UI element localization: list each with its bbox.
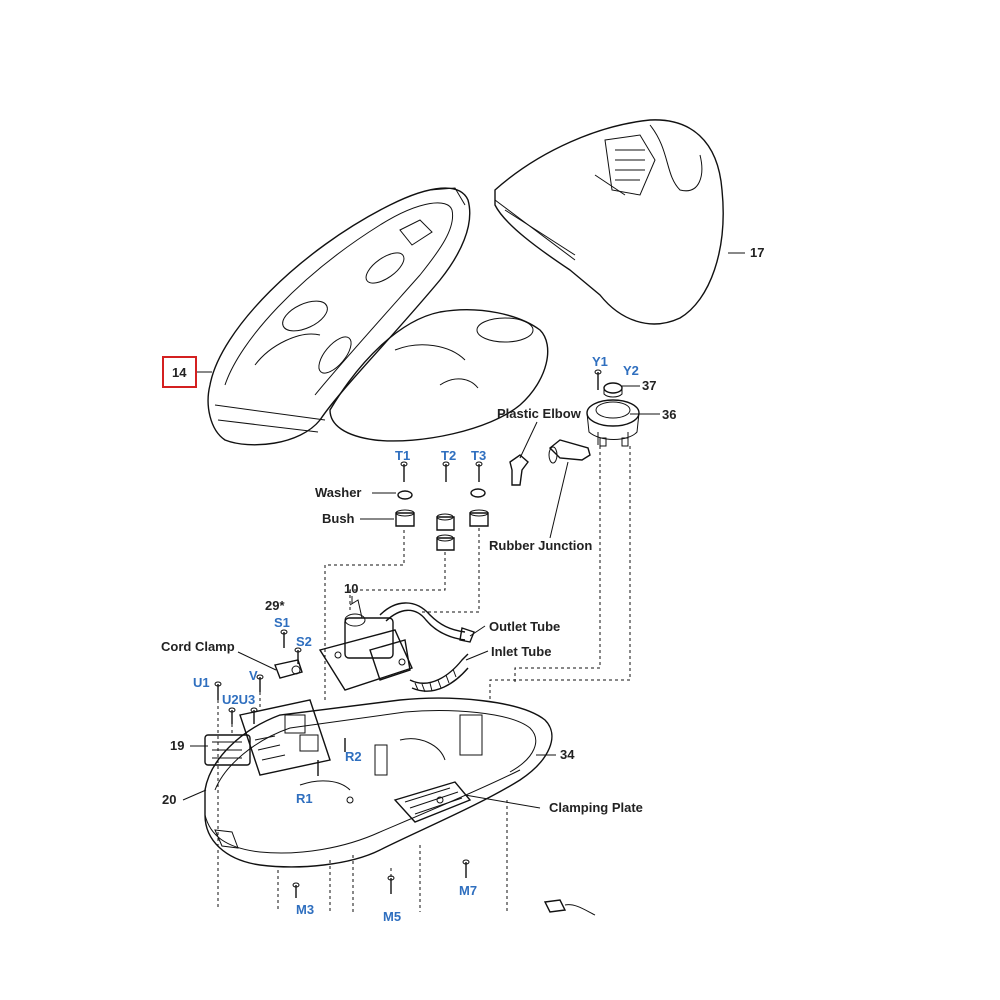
clamping-plate-part: [393, 781, 472, 823]
label-17: 17: [750, 245, 764, 260]
screw-y1: [594, 369, 602, 390]
screw-u1: [214, 681, 222, 700]
label-y2: Y2: [623, 363, 639, 378]
label-20: 20: [162, 792, 176, 807]
screw-m5: [387, 875, 395, 894]
screw-t1: [400, 461, 408, 482]
part-36-valve-assembly: [586, 399, 640, 447]
cord-clamp-part: [274, 659, 303, 679]
label-cord-clamp: Cord Clamp: [161, 639, 235, 654]
label-r1: R1: [296, 791, 313, 806]
label-m7: M7: [459, 883, 477, 898]
label-s1: S1: [274, 615, 290, 630]
inlet-tube-part: [409, 653, 469, 693]
plastic-elbow-part: [509, 454, 529, 486]
screw-t2: [442, 461, 450, 482]
part-34-base-housing: [204, 697, 553, 868]
label-y1: Y1: [592, 354, 608, 369]
part-37-knob: [603, 382, 623, 398]
label-inlet-tube: Inlet Tube: [491, 644, 551, 659]
label-t1: T1: [395, 448, 410, 463]
screw-s1: [280, 629, 288, 648]
screw-s2: [294, 647, 302, 664]
screw-m3: [292, 882, 300, 898]
label-t2: T2: [441, 448, 456, 463]
label-rubber-junction: Rubber Junction: [489, 538, 592, 553]
label-19: 19: [170, 738, 184, 753]
label-washer: Washer: [315, 485, 361, 500]
bush-parts: [395, 509, 489, 551]
label-t3: T3: [471, 448, 486, 463]
screw-v: [256, 674, 264, 692]
label-r2: R2: [345, 749, 362, 764]
part-10-pump: [318, 599, 413, 691]
assembly-guide-lines: [217, 446, 631, 912]
label-29: 29*: [265, 598, 285, 613]
screw-m7: [462, 859, 470, 878]
part-20-circuit-board: [239, 699, 331, 776]
washer-parts: [397, 488, 486, 500]
part-14-top-lid: [207, 187, 471, 446]
inner-shell: [329, 309, 549, 442]
label-clamping-plate: Clamping Plate: [549, 800, 643, 815]
part-19-switch-block: [204, 734, 251, 766]
label-u2u3: U2U3: [222, 692, 255, 707]
label-37: 37: [642, 378, 656, 393]
label-m5: M5: [383, 909, 401, 924]
label-u1: U1: [193, 675, 210, 690]
label-34: 34: [560, 747, 575, 762]
part-14-highlight-box: [162, 356, 197, 388]
label-14: 14: [172, 365, 187, 380]
label-m3: M3: [296, 902, 314, 917]
label-36: 36: [662, 407, 676, 422]
label-s2: S2: [296, 634, 312, 649]
label-plastic-elbow: Plastic Elbow: [497, 406, 582, 421]
label-outlet-tube: Outlet Tube: [489, 619, 560, 634]
screw-t3: [475, 461, 483, 482]
screw-u2u3: [228, 707, 258, 724]
label-10: 10: [344, 581, 358, 596]
power-cord-plug: [543, 899, 596, 916]
screw-r1-r2: [317, 738, 346, 776]
leader-lines: [182, 252, 745, 809]
outlet-tube-part: [379, 602, 475, 643]
part-17-rear-cover: [494, 119, 724, 325]
label-bush: Bush: [322, 511, 355, 526]
rubber-junction-part: [548, 439, 591, 464]
label-v: V: [249, 668, 258, 683]
